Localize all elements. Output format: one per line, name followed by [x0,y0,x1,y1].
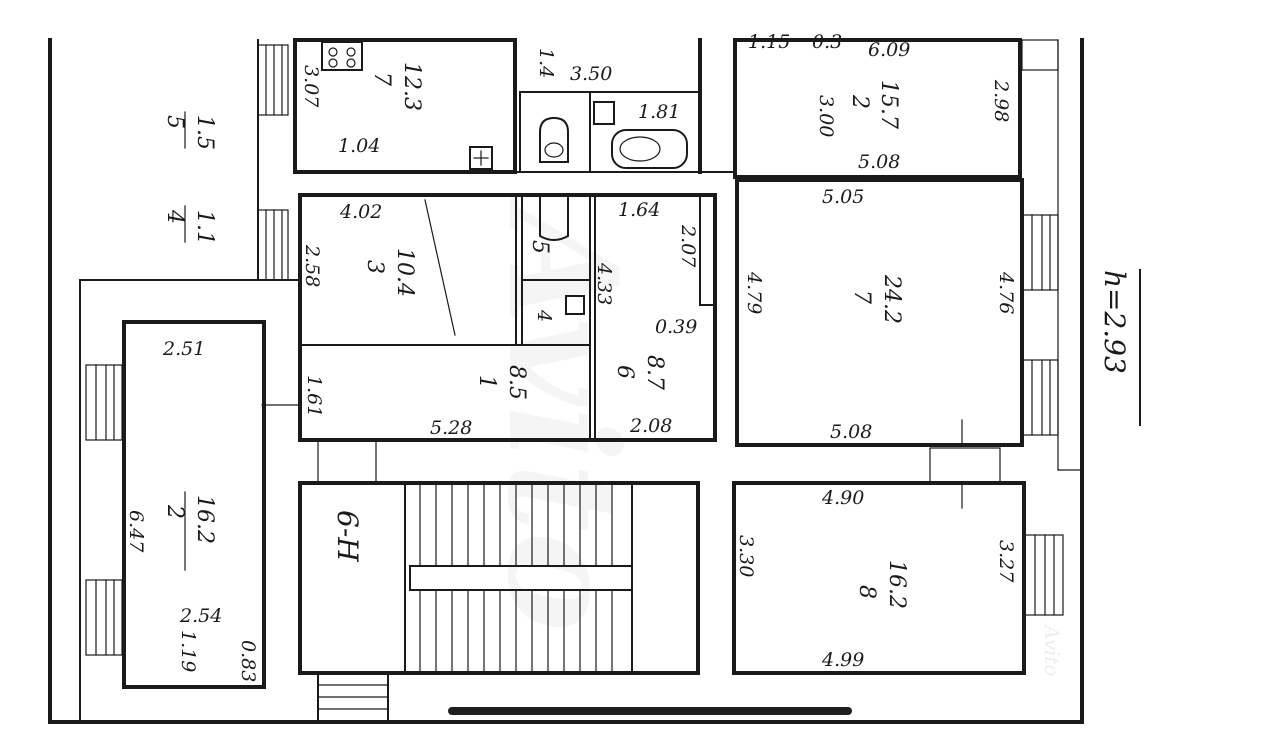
stairwell [298,439,700,722]
room-8-dim-490: 4.90 [821,487,864,509]
room-1-dim-528: 5.28 [430,417,472,439]
room-7-dim-479: 4.79 [743,271,765,314]
room-6-dim-433: 4.33 [593,262,615,305]
top-right-room-area: 15.7 [876,80,901,129]
room-7-walls [735,178,1024,447]
home-indicator-bar[interactable] [448,707,852,715]
top-right-dim-298: 2.98 [990,79,1012,122]
room-2-dim-254: 2.54 [179,605,222,627]
room-8-walls [732,447,1026,675]
room-2-dim-119: 1.19 [177,630,199,672]
room-7-dim-505: 5.05 [822,186,864,208]
room-2-dim-251: 2.51 [162,338,205,360]
room-8-area: 16.2 [884,560,909,609]
room-3-area: 10.4 [392,248,417,297]
top-left-dim-2: 1.04 [338,135,380,157]
top-right-dim-609: 6.09 [868,39,910,61]
top-left-room-area: 12.3 [399,62,424,111]
room-2-area: 16.2 [192,495,217,544]
top-room-walls [257,38,1022,281]
ceiling-height: h=2.93 [1098,270,1131,374]
room-6-dim-164: 1.64 [618,199,660,221]
room-2-dim-083: 0.83 [237,640,259,682]
wc-dim-350: 3.50 [570,63,612,85]
top-right-dim-508: 5.08 [858,151,900,173]
watermark-small: Avito [1040,623,1064,676]
room-6-area: 8.7 [642,355,667,390]
room-1-area: 8.5 [504,365,529,400]
corridor-label-4-num: 4 [162,209,187,224]
top-right-dim-115: 1.15 [748,31,790,53]
room-2-dim-647: 6.47 [125,510,147,553]
room-7-area: 24.2 [879,274,904,324]
corridor-label-5-num: 5 [162,115,187,129]
room-4-num: 4 [533,309,555,322]
room-2-num: 2 [162,504,187,519]
room-8-dim-330: 3.30 [735,535,757,577]
room-6-num: 6 [612,365,637,379]
room-8-dim-499: 4.99 [821,649,864,671]
room-6-dim-207: 2.07 [677,224,699,268]
wc-dim-14: 1.4 [535,48,557,78]
room-3-num: 3 [362,260,387,274]
middle-room-walls [261,193,717,442]
room-6-dim-039: 0.39 [655,316,697,338]
room-8-dim-327: 3.27 [995,540,1017,583]
top-right-dim-03: 0.3 [812,31,842,53]
top-left-dim-1: 3.07 [300,65,322,108]
top-left-room-num: 7 [369,72,394,86]
outer-frame [48,38,1084,724]
bathroom-fixtures [321,41,688,315]
left-room-walls [79,279,301,723]
room-3-dim-width: 4.02 [339,201,382,223]
top-right-dim-300: 3.00 [815,95,837,137]
room-8-num: 8 [854,585,879,599]
room-1-num: 1 [474,375,499,389]
room-3-dim-height: 2.58 [301,244,323,287]
wc-dim-181: 1.81 [638,101,680,123]
room-6-dim-208: 2.08 [629,415,672,437]
room-5-num: 5 [527,240,552,254]
corridor-label-5-area: 1.5 [192,115,217,150]
watermark: Avito [474,196,650,632]
room-1-dim-161: 1.61 [303,375,325,417]
room-7-dim-508: 5.08 [830,421,872,443]
top-right-room-num: 2 [847,94,872,109]
stairwell-label: 6-H [331,510,364,562]
corridor-label-4-area: 1.1 [192,210,217,245]
room-7-num: 7 [849,290,874,304]
room-7-dim-476: 4.76 [995,271,1017,314]
